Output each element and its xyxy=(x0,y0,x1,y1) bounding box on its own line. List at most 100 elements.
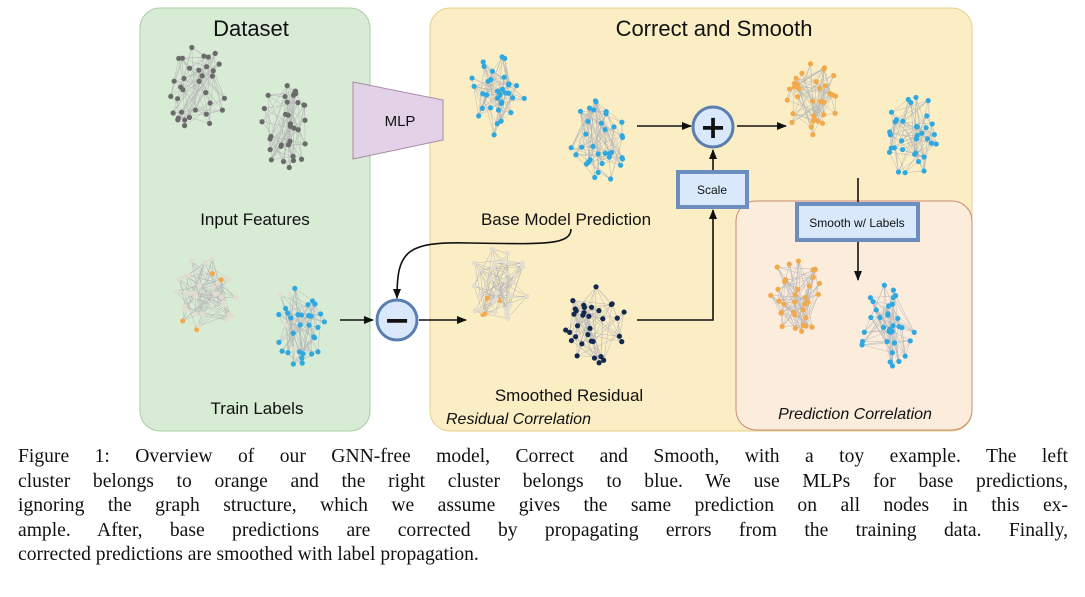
graph-node xyxy=(914,132,920,139)
graph-edge xyxy=(280,143,306,147)
graph-node xyxy=(212,291,218,297)
graph-node xyxy=(614,315,620,321)
graph-node xyxy=(492,260,498,266)
graph-node xyxy=(295,100,301,106)
graph-node xyxy=(187,290,194,296)
graph-edge xyxy=(571,340,595,359)
graph-edge xyxy=(271,123,291,160)
graph-edge xyxy=(609,157,611,180)
graph-edge xyxy=(797,84,836,114)
graph-node xyxy=(295,127,301,133)
graph-node xyxy=(193,294,199,300)
graph-node xyxy=(877,315,883,321)
graph-node xyxy=(573,152,579,158)
graph-node xyxy=(593,284,599,290)
graph-edge xyxy=(927,100,932,144)
figure-caption: Figure 1: Overview of our GNN-free model… xyxy=(18,445,1068,568)
graph-node xyxy=(206,120,213,127)
graph-node xyxy=(305,302,311,308)
graph-edge xyxy=(870,317,893,353)
graph-edge xyxy=(571,303,613,341)
graph-node xyxy=(619,339,625,345)
graph-edge xyxy=(575,310,578,356)
graph-edge xyxy=(286,101,306,144)
graph-edge xyxy=(781,297,806,313)
graph-node xyxy=(502,278,508,284)
graph-edge xyxy=(268,95,286,97)
graph-edge xyxy=(180,86,207,115)
graph-edge xyxy=(301,303,316,316)
graph-edge xyxy=(887,314,900,327)
graph-edge xyxy=(480,266,523,271)
graph-node xyxy=(282,322,288,328)
graph-edge xyxy=(181,56,209,113)
graph-edge xyxy=(195,305,212,315)
graph-edge xyxy=(177,98,179,119)
graph-node xyxy=(786,86,793,92)
graph-node xyxy=(885,303,892,309)
graph-edge xyxy=(575,153,599,155)
graph-node xyxy=(309,298,316,304)
graph-node xyxy=(585,332,591,338)
graph-edge xyxy=(795,78,824,115)
graph-edge xyxy=(890,134,915,155)
graph-edge xyxy=(294,288,313,302)
graph-node xyxy=(821,65,828,71)
train-labels-label: Train Labels xyxy=(211,399,304,418)
graph-edge xyxy=(890,126,918,136)
graph-edge xyxy=(889,295,896,330)
graph-node xyxy=(868,314,874,321)
graph-node xyxy=(799,328,805,334)
graph-edge xyxy=(181,70,214,113)
graph-edge xyxy=(482,267,493,315)
graph-node xyxy=(210,284,216,290)
graph-edge xyxy=(777,269,814,290)
graph-edge xyxy=(170,58,179,97)
graph-node xyxy=(574,353,580,359)
graph-node xyxy=(287,291,293,298)
graph-node xyxy=(598,120,604,126)
graph-node xyxy=(491,299,497,305)
graph-node xyxy=(931,131,937,138)
graph-edge xyxy=(864,329,890,333)
graph-edge xyxy=(902,99,909,122)
graph-edge xyxy=(195,286,214,315)
graph-node xyxy=(789,119,795,126)
graph-edge xyxy=(570,108,590,148)
graph-edge xyxy=(474,263,481,295)
graph-node xyxy=(585,118,591,124)
graph-node xyxy=(827,91,833,97)
graph-edge xyxy=(490,107,495,135)
graph-edge xyxy=(797,84,823,124)
graph-node xyxy=(513,83,520,89)
graph-edge xyxy=(796,77,826,86)
graph-edge xyxy=(195,279,229,315)
graph-node xyxy=(819,120,826,126)
graph-node xyxy=(595,169,601,176)
graph-node xyxy=(505,315,511,321)
graph-edge xyxy=(482,93,491,108)
graph-edge xyxy=(777,289,802,332)
graph-node xyxy=(806,283,812,289)
graph-edge xyxy=(270,136,290,168)
graph-edge xyxy=(792,113,814,117)
graph-node xyxy=(581,310,587,316)
graph-node xyxy=(170,110,176,116)
graph-node xyxy=(815,291,822,298)
graph-edge xyxy=(170,78,185,97)
graph-node xyxy=(174,96,181,102)
graph-node xyxy=(913,94,919,101)
graph-base-prediction-right xyxy=(568,98,626,182)
graph-node xyxy=(285,350,291,356)
graph-edge xyxy=(189,55,205,69)
graph-edge xyxy=(814,269,819,295)
graph-node xyxy=(900,118,906,124)
graph-node xyxy=(299,360,305,366)
graph-edge xyxy=(572,300,612,305)
graph-edge xyxy=(572,300,584,316)
graph-node xyxy=(579,341,585,347)
graph-node xyxy=(209,255,215,261)
graph-edge xyxy=(270,149,294,157)
graph-edge xyxy=(286,85,302,160)
graph-node xyxy=(506,90,512,96)
